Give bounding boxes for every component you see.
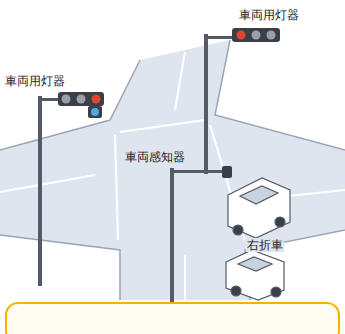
- note-frame: [6, 303, 339, 334]
- signal-pole: [204, 28, 280, 174]
- part-label: 右折車: [246, 238, 284, 252]
- part-label: 車両感知器: [124, 150, 186, 164]
- car: [226, 250, 284, 300]
- part-label: 車両用灯器: [4, 74, 66, 88]
- car: [228, 178, 290, 238]
- part-label: 車両用灯器: [238, 8, 300, 22]
- signal-pole: [38, 92, 104, 286]
